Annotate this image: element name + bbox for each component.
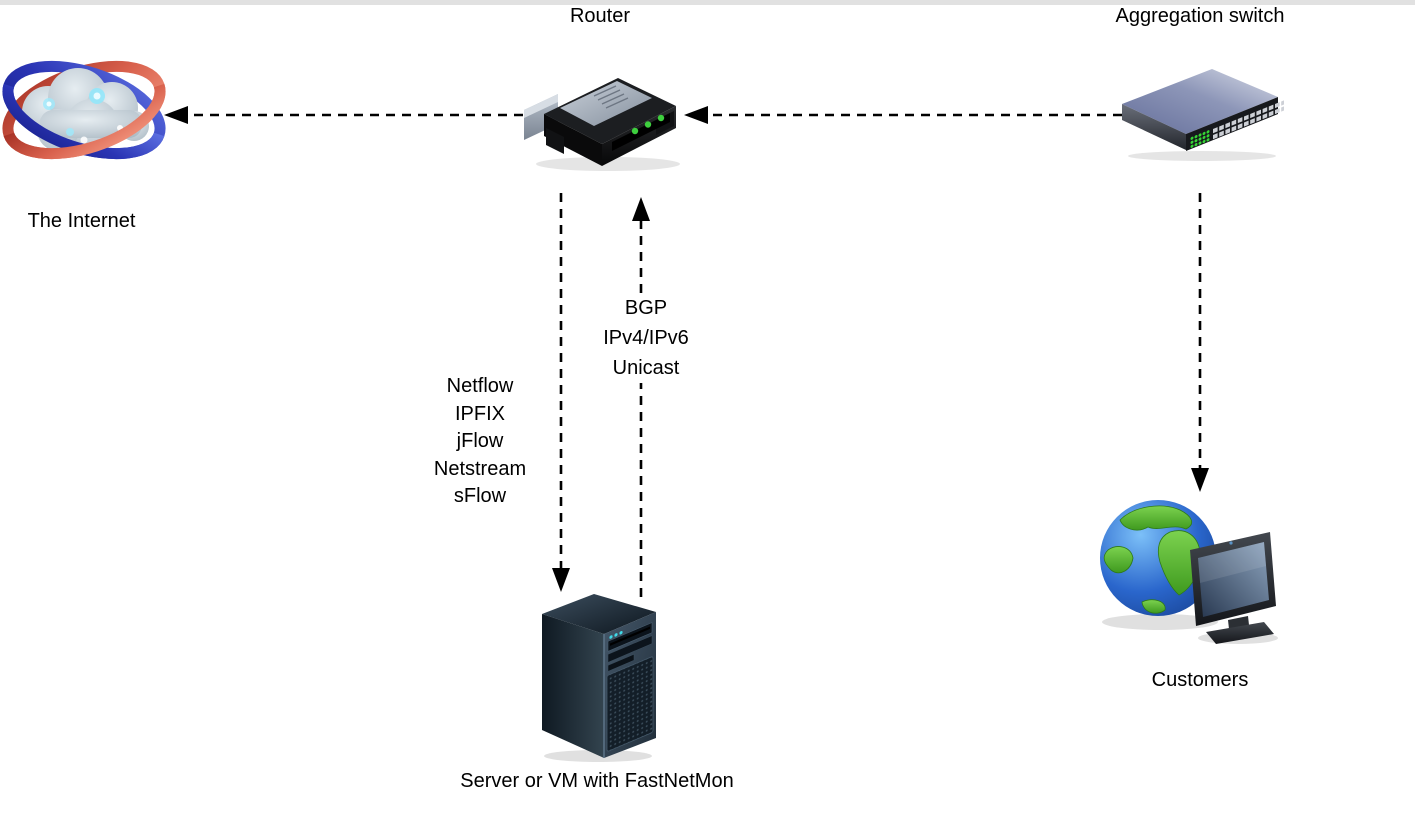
switch-led-grid [1190,130,1210,148]
router-top-plate [560,81,652,126]
globe-monitor-icon [1100,500,1278,644]
flow-protocol-line: jFlow [456,430,504,452]
cloud-sparkles [43,88,123,144]
server-drive-bay-2 [607,635,653,663]
screen-glare [1198,542,1266,583]
aggregation-switch-label: Aggregation switch [1115,5,1285,27]
router-front-panel [612,113,670,151]
bgp-announce-label: BGP IPv4/IPv6 Unicast [576,293,716,383]
globe-shadow [1102,614,1218,630]
server-shadow [544,750,652,762]
flow-protocol-line: IPFIX [454,402,505,425]
server-led-lights [609,631,623,639]
switch-shadow [1128,151,1276,161]
monitor [1190,532,1276,644]
switch-port-rows [1213,99,1284,140]
aggregation-switch-icon [1122,69,1284,161]
server-label: Server or VM with FastNetMon [460,770,734,792]
arrowhead-to-server [552,568,570,592]
monitor-base [1206,622,1274,644]
internet-label: The Internet [27,210,136,232]
flow-protocol-line: Netstream [433,457,527,480]
server-left-face [542,614,604,758]
flow-protocol-line: sFlow [453,485,507,507]
flow-protocol-line: Netflow [446,375,514,397]
top-strip [0,0,1415,5]
customers-label: Customers [1151,669,1249,691]
cloud-shape [22,68,149,153]
switch-left-face [1122,104,1186,150]
router-shadow [536,157,680,171]
webcam-dot [1229,541,1233,545]
bgp-announce-line: IPv4/IPv6 [603,327,689,349]
server-tower-icon [542,594,656,762]
flow-protocols-label: Netflow IPFIX jFlow Netstream sFlow [395,373,565,511]
server-grille [606,656,654,752]
arrowhead-to-internet [164,106,188,124]
switch-top-face [1122,69,1278,134]
monitor-screen [1198,542,1269,617]
router-label: Router [569,5,631,27]
arrowhead-to-router-bottom [632,197,650,221]
server-top-face [542,594,656,634]
internet-cloud-icon [2,60,166,160]
server-vent [607,653,635,672]
arrowhead-to-router-left [684,106,708,124]
server-drive-slot [610,626,650,646]
globe [1100,500,1216,616]
server-front-details [606,622,654,752]
router-icon [524,78,680,171]
router-led-lights [631,114,665,135]
arrowhead-to-customers [1191,468,1209,492]
bgp-announce-line: Unicast [612,357,680,379]
orbit-rings-front [2,83,166,160]
bgp-announce-line: BGP [624,297,668,319]
router-left-tab [524,94,558,140]
